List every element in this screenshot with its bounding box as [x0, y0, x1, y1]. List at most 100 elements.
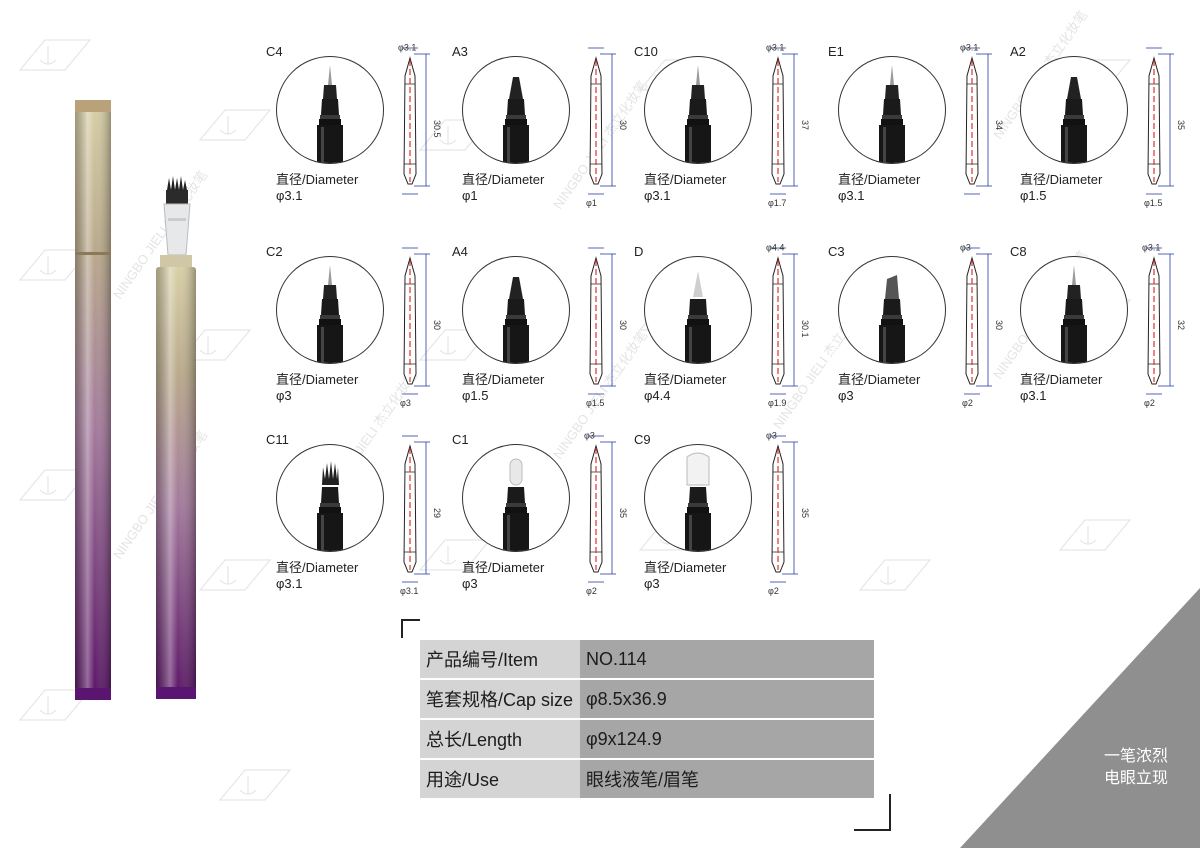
- slogan: 一笔浓烈 电眼立现: [1104, 746, 1168, 790]
- length-dimension: 35: [618, 508, 628, 518]
- diameter-value: φ3: [838, 388, 854, 403]
- tip-technical-drawing: 30 φ1.5: [586, 247, 628, 408]
- variant-code: C9: [634, 432, 651, 447]
- tip-closeup-circle: [838, 56, 946, 164]
- diameter-value: φ3: [276, 388, 292, 403]
- diameter-label: 直径/Diameter: [462, 560, 545, 575]
- length-dimension: 30.1: [800, 320, 810, 338]
- tip-closeup-icon: [503, 77, 529, 163]
- bottom-dimension: φ3: [400, 398, 411, 408]
- tip-technical-drawing: φ3.1 37 φ1.7: [766, 44, 810, 208]
- tip-technical-drawing: 30 φ1: [586, 47, 628, 208]
- corner-bracket-top-left: [401, 619, 420, 638]
- spec-value: 眼线液笔/眉笔: [580, 759, 874, 800]
- diameter-value: φ3.1: [276, 576, 303, 591]
- tip-technical-drawing: φ3 35 φ2: [766, 432, 810, 596]
- diameter-value: φ3: [462, 576, 478, 591]
- corner-triangle: [960, 588, 1200, 848]
- top-dimension: φ3: [960, 244, 971, 252]
- variant-code: C1: [452, 432, 469, 447]
- diameter-value: φ4.4: [644, 388, 671, 403]
- tip-closeup-icon: [317, 65, 343, 163]
- tip-technical-drawing: φ3.1 34: [960, 44, 1004, 195]
- tip-closeup-circle: [462, 256, 570, 364]
- watermark-anchor-icon: [198, 559, 272, 591]
- spec-row: 产品编号/Item NO.114: [420, 640, 874, 680]
- spec-row: 用途/Use 眼线液笔/眉笔: [420, 759, 874, 800]
- length-dimension: 35: [800, 508, 810, 518]
- length-dimension: 30: [994, 320, 1004, 330]
- diameter-label: 直径/Diameter: [838, 372, 921, 387]
- top-dimension: φ4.4: [766, 244, 784, 252]
- tip-closeup-circle: [462, 56, 570, 164]
- watermark-anchor-icon: [198, 109, 272, 141]
- diameter-value: φ3.1: [838, 188, 865, 203]
- variant-code: A4: [452, 244, 468, 259]
- diameter-value: φ3: [644, 576, 660, 591]
- variant-code: C8: [1010, 244, 1027, 259]
- bottom-dimension: φ3.1: [400, 586, 418, 596]
- spec-key: 产品编号/Item: [420, 640, 580, 680]
- tip-closeup-circle: [644, 56, 752, 164]
- tip-closeup-circle: [1020, 56, 1128, 164]
- variant-code: C3: [828, 244, 845, 259]
- tip-technical-drawing: 29 φ3.1: [400, 435, 442, 596]
- bottom-dimension: φ2: [962, 398, 973, 408]
- diameter-label: 直径/Diameter: [644, 560, 727, 575]
- bottom-dimension: φ2: [1144, 398, 1155, 408]
- diameter-value: φ1.5: [1020, 188, 1047, 203]
- top-dimension: φ3.1: [960, 44, 978, 52]
- tip-technical-drawing: 35 φ1.5: [1144, 47, 1186, 208]
- spec-key: 用途/Use: [420, 759, 580, 800]
- tip-closeup-icon: [1061, 77, 1087, 163]
- diameter-value: φ3.1: [644, 188, 671, 203]
- diameter-value: φ1: [462, 188, 478, 203]
- spec-key: 总长/Length: [420, 719, 580, 760]
- capped-pen: [75, 100, 111, 700]
- tip-closeup-circle: [462, 444, 570, 552]
- spec-row: 总长/Length φ9x124.9: [420, 719, 874, 760]
- length-dimension: 30: [618, 120, 628, 130]
- slogan-line-1: 一笔浓烈: [1103, 748, 1168, 765]
- tip-technical-drawing: 30 φ3: [400, 247, 442, 408]
- bottom-dimension: φ1: [586, 198, 597, 208]
- length-dimension: 37: [800, 120, 810, 130]
- bottom-dimension: φ1.5: [586, 398, 604, 408]
- tip-closeup-icon: [317, 265, 343, 363]
- top-dimension: φ3.1: [398, 44, 416, 52]
- open-pen: [156, 176, 196, 699]
- top-dimension: φ3: [584, 432, 595, 440]
- diameter-value: φ3.1: [276, 188, 303, 203]
- diameter-label: 直径/Diameter: [838, 172, 921, 187]
- length-dimension: 35: [1176, 120, 1186, 130]
- diameter-value: φ3.1: [1020, 388, 1047, 403]
- diameter-label: 直径/Diameter: [644, 372, 727, 387]
- tip-closeup-circle: [644, 444, 752, 552]
- top-dimension: φ3.1: [766, 44, 784, 52]
- diameter-label: 直径/Diameter: [276, 172, 359, 187]
- tip-closeup-icon: [503, 277, 529, 363]
- corner-bracket-bottom-right: [854, 794, 891, 831]
- length-dimension: 29: [432, 508, 442, 518]
- tip-closeup-icon: [879, 275, 905, 363]
- bottom-dimension: φ1.9: [768, 398, 786, 408]
- tip-technical-drawing: φ3 30 φ2: [960, 244, 1004, 408]
- variant-code: C10: [634, 44, 658, 59]
- diameter-label: 直径/Diameter: [462, 172, 545, 187]
- variant-code: C11: [266, 432, 289, 447]
- slogan-line-2: 电眼立现: [1103, 770, 1168, 787]
- diameter-label: 直径/Diameter: [276, 372, 359, 387]
- watermark-anchor-icon: [18, 39, 92, 71]
- spec-table: 产品编号/Item NO.114 笔套规格/Cap size φ8.5x36.9…: [420, 640, 874, 800]
